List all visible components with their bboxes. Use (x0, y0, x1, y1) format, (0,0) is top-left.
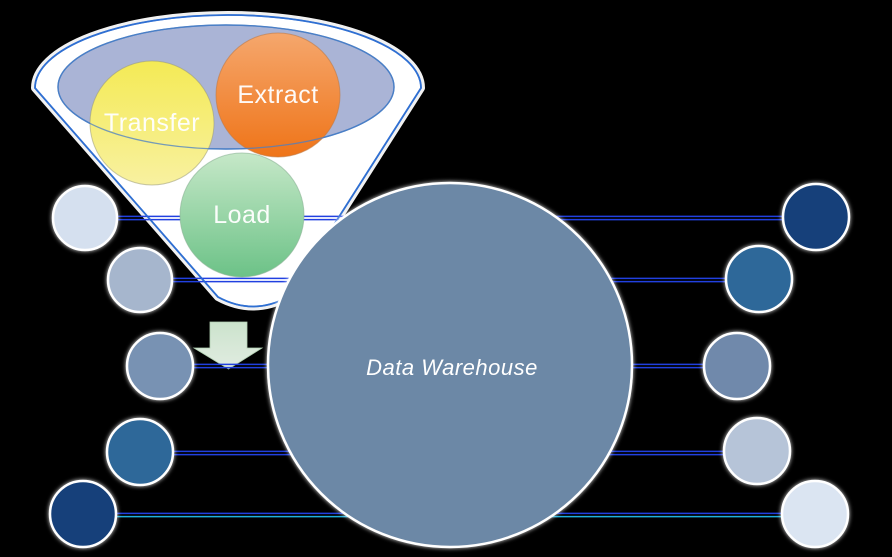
left-node-5 (48, 479, 118, 549)
left-node-4 (105, 417, 175, 487)
stage-label-extract: Extract (237, 81, 318, 109)
left-node-1 (51, 184, 119, 252)
right-nodes (702, 182, 851, 549)
data-warehouse: Data Warehouse (266, 181, 634, 549)
stage-label-load: Load (213, 201, 271, 229)
stage-circle-load (179, 152, 305, 278)
right-node-1 (781, 182, 851, 252)
right-node-3 (702, 331, 772, 401)
left-node-2 (106, 246, 174, 314)
right-node-5 (780, 479, 850, 549)
right-node-4 (722, 416, 792, 486)
left-nodes (48, 184, 195, 549)
right-node-2 (724, 244, 794, 314)
left-node-3 (125, 331, 195, 401)
stage-circle-extract (215, 32, 341, 158)
down-arrow-icon (192, 321, 264, 370)
funnel-stages: Extract Transfer Load (89, 32, 341, 278)
data-warehouse-label: Data Warehouse (366, 355, 538, 380)
funnel-bowl-rim-overlay (57, 24, 395, 150)
stage-label-transfer: Transfer (104, 109, 200, 137)
data-warehouse-circle (266, 181, 634, 549)
